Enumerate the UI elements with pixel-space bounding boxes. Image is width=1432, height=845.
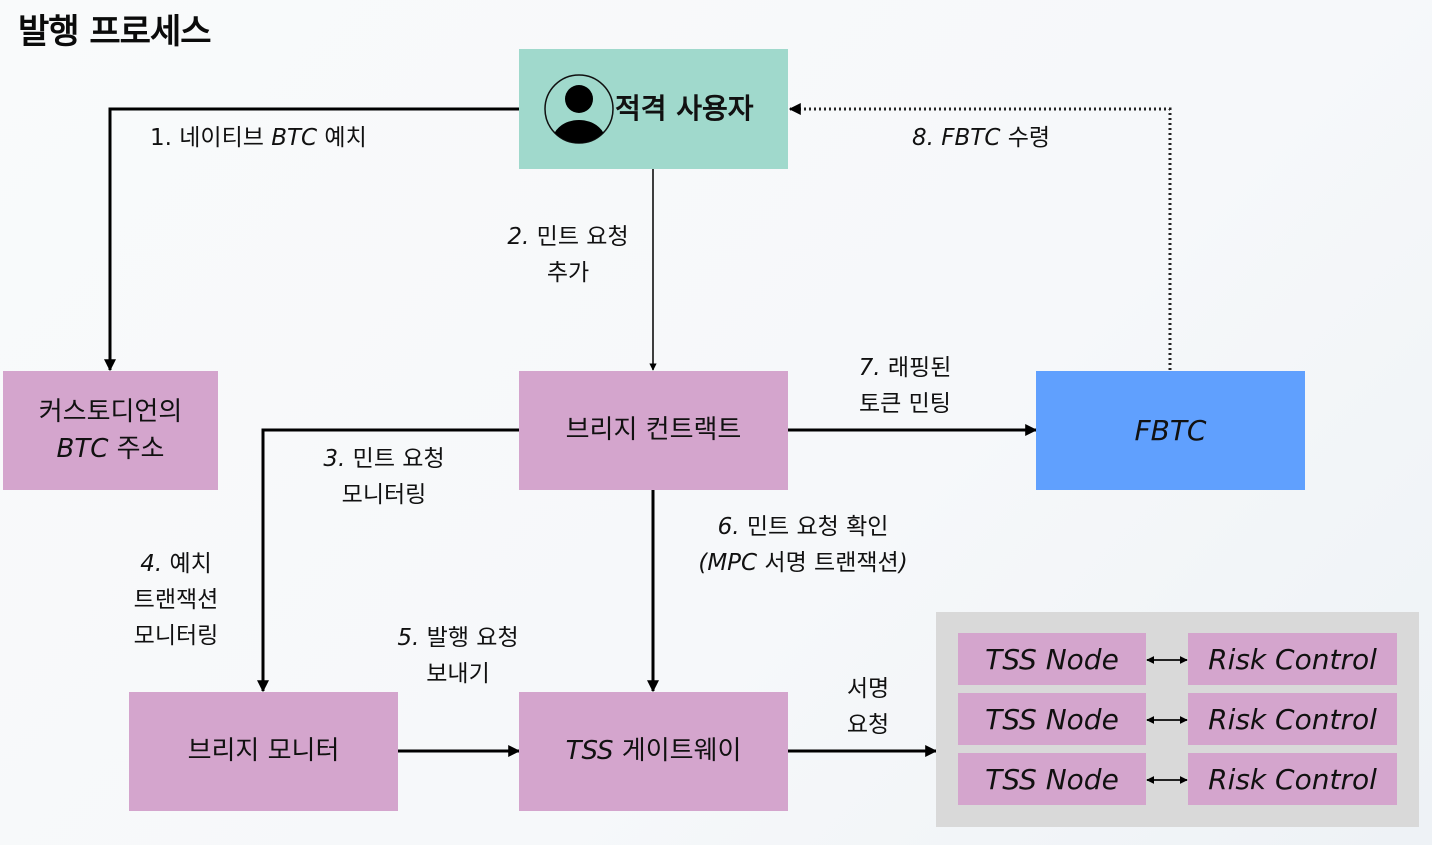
risk-control-2: Risk Control bbox=[1188, 693, 1397, 745]
user-avatar-icon bbox=[544, 72, 614, 146]
bridge-monitor-label: 브리지 모니터 bbox=[187, 736, 340, 767]
bridge-contract-label: 브리지 컨트랙트 bbox=[565, 415, 742, 446]
step-8-label: 8. FBTC 수령 bbox=[912, 125, 1051, 151]
step-3-label: 3. 민트 요청 모니터링 bbox=[323, 446, 445, 508]
bridge-monitor-box: 브리지 모니터 bbox=[129, 692, 398, 811]
tss-node-1: TSS Node bbox=[958, 633, 1146, 685]
custodian-btc-address-box: 커스토디언의 BTC 주소 bbox=[3, 371, 218, 490]
arrow-step-1 bbox=[104, 107, 519, 372]
bridge-contract-box: 브리지 컨트랙트 bbox=[519, 371, 788, 490]
step-2-label: 2. 민트 요청 추가 bbox=[507, 224, 629, 286]
custodian-label-line1: 커스토디언의 bbox=[38, 397, 183, 428]
eligible-user-box: 적격 사용자 bbox=[519, 49, 788, 169]
tss-node-3: TSS Node bbox=[958, 753, 1146, 805]
step-1-label: 1. 네이티브 BTC 예치 bbox=[150, 125, 367, 151]
page-title: 발행 프로세스 bbox=[18, 12, 212, 52]
risk-control-3: Risk Control bbox=[1188, 753, 1397, 805]
step-5-label: 5. 발행 요청 보내기 bbox=[397, 625, 519, 687]
step-7-label: 7. 래핑된 토큰 민팅 bbox=[858, 355, 952, 417]
eligible-user-label: 적격 사용자 bbox=[615, 92, 754, 126]
step-4-label: 4. 예치 트랜잭션 모니터링 bbox=[133, 551, 219, 649]
arrow-step-8 bbox=[788, 103, 1172, 370]
fbtc-box: FBTC bbox=[1036, 371, 1305, 490]
custodian-label-line2: BTC 주소 bbox=[56, 433, 165, 464]
tss-gateway-label: TSS 게이트웨이 bbox=[565, 736, 742, 767]
tss-gateway-box: TSS 게이트웨이 bbox=[519, 692, 788, 811]
node-link-arrows bbox=[1146, 656, 1188, 784]
tss-node-2: TSS Node bbox=[958, 693, 1146, 745]
risk-control-1: Risk Control bbox=[1188, 633, 1397, 685]
sign-request-label: 서명 요청 bbox=[846, 676, 890, 738]
step-6-label: 6. 민트 요청 확인 (MPC 서명 트랜잭션) bbox=[698, 514, 908, 576]
fbtc-label: FBTC bbox=[1134, 413, 1207, 447]
arrow-step-3 bbox=[257, 428, 519, 693]
tss-node-cluster: TSS Node Risk Control TSS Node Risk Cont… bbox=[936, 612, 1419, 827]
